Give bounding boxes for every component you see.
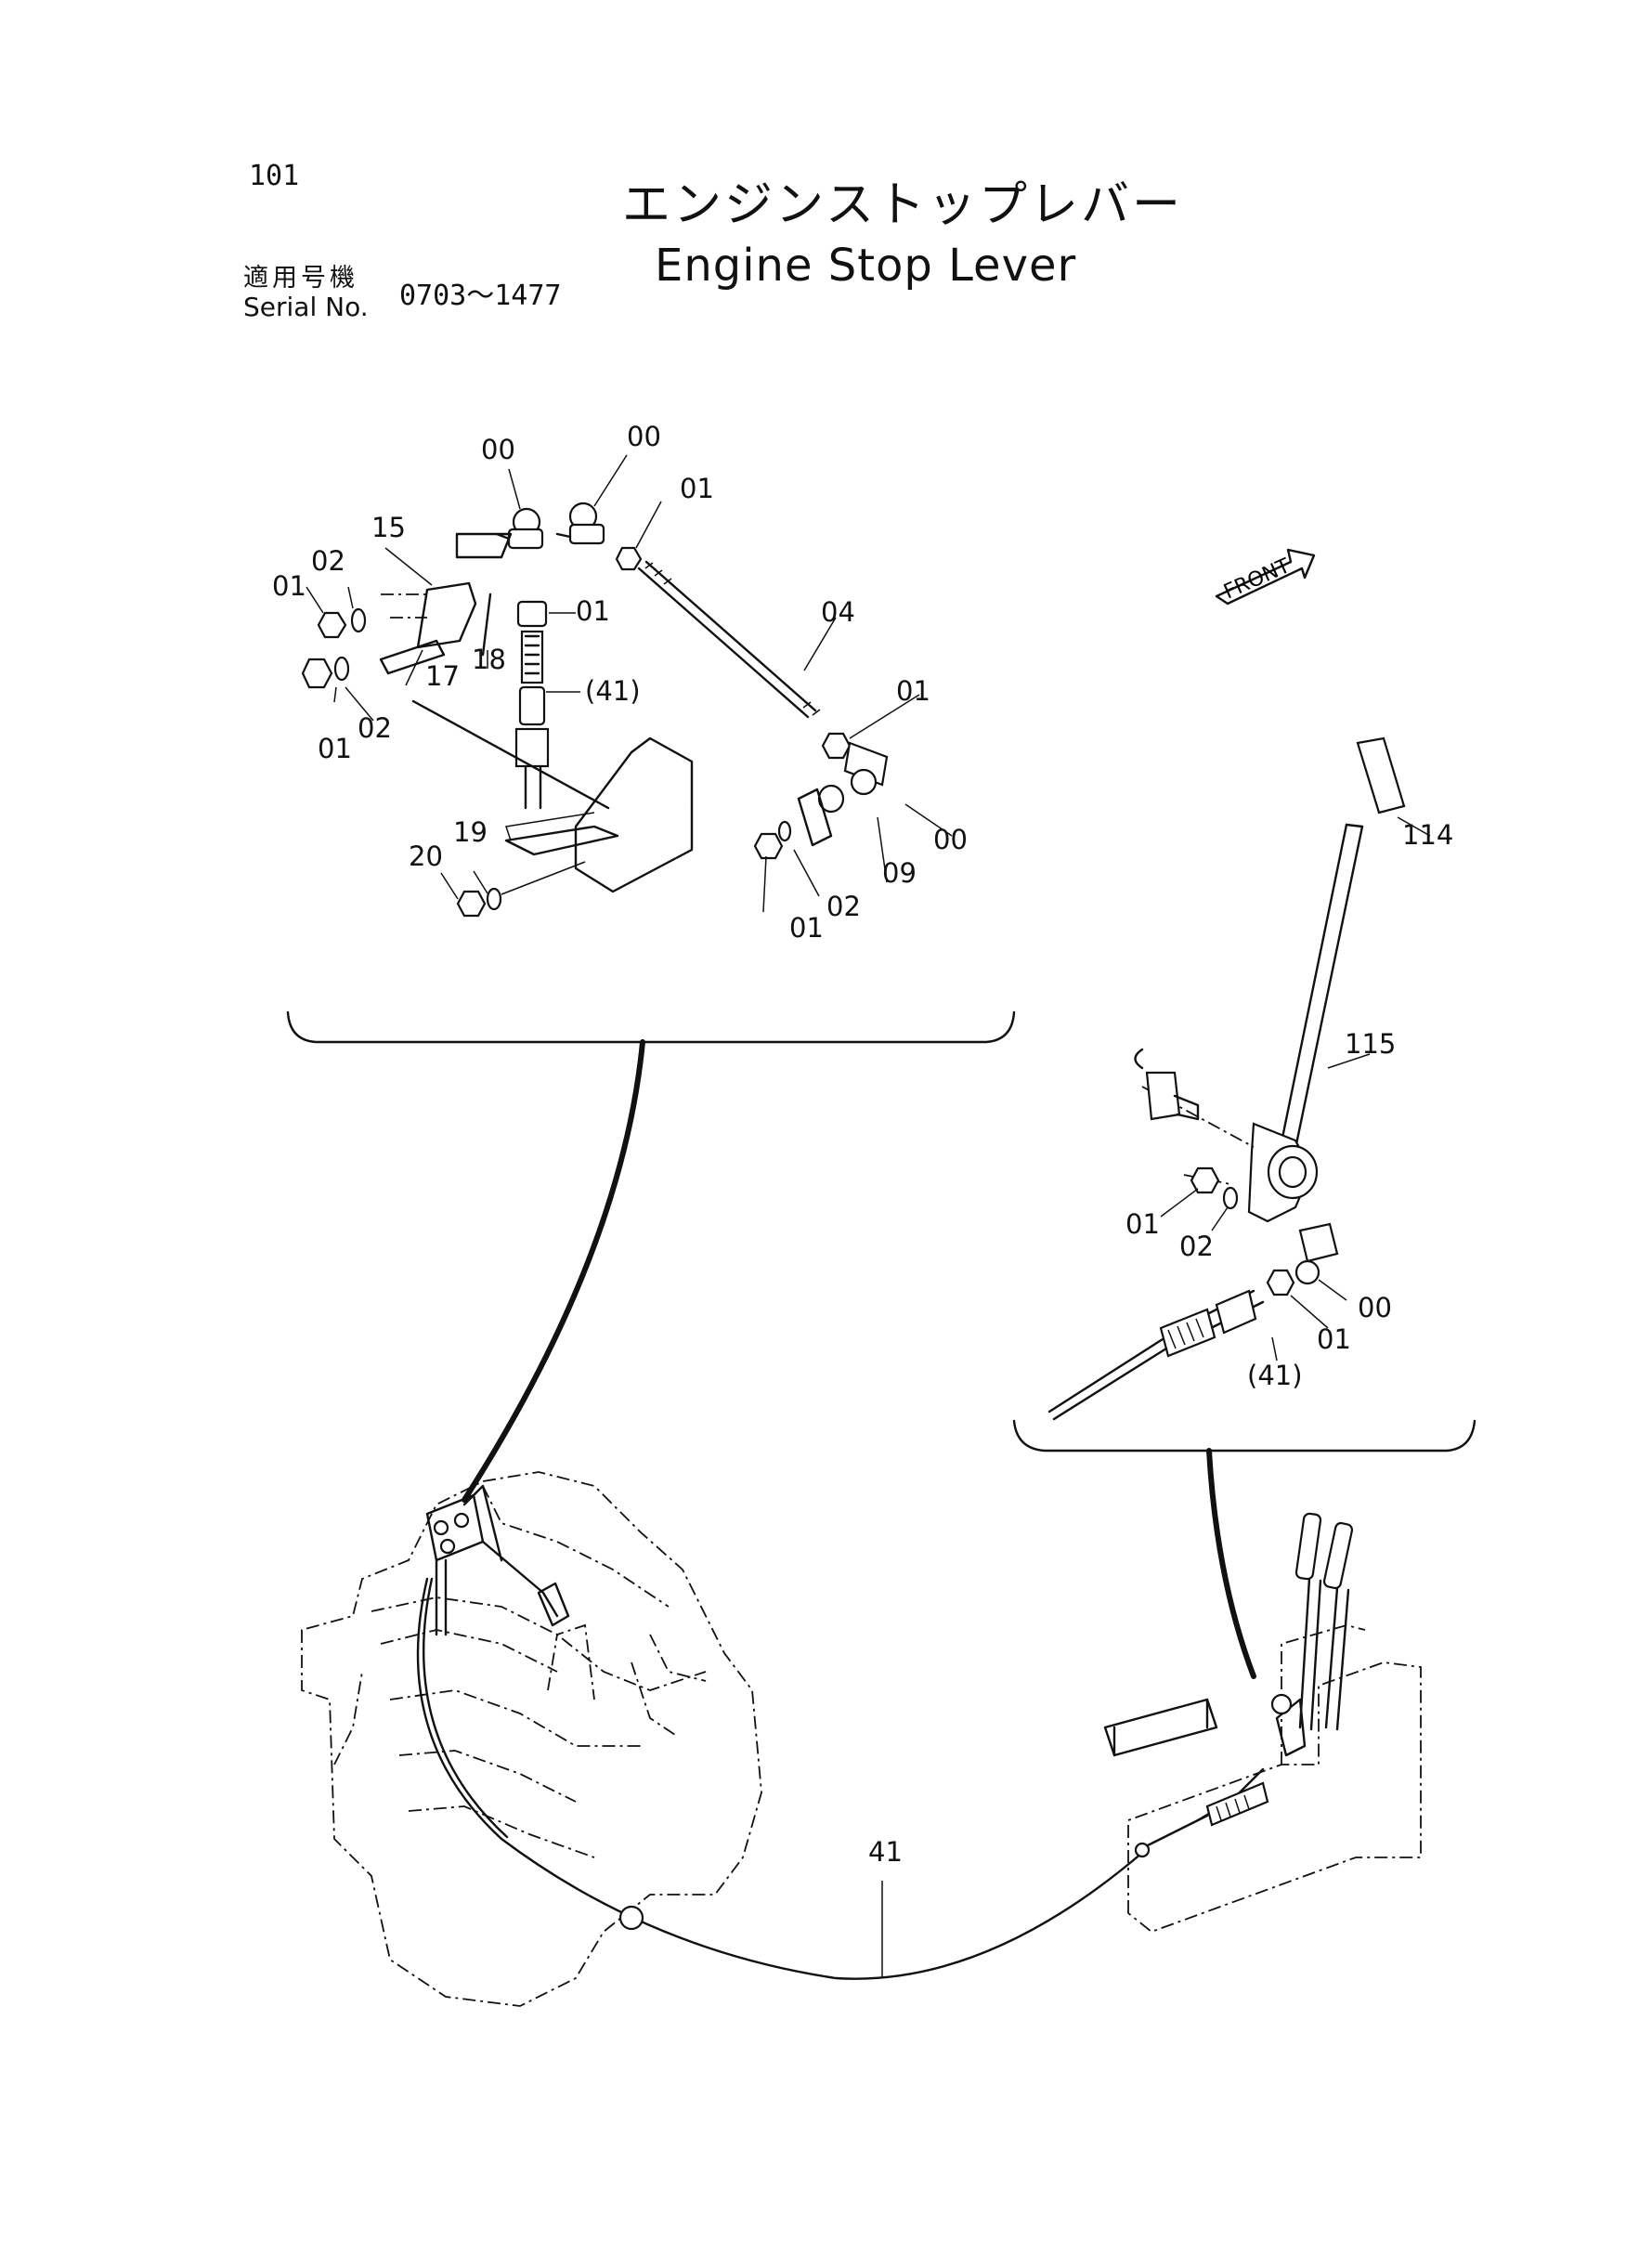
cable-end-rod-icon bbox=[514, 630, 550, 810]
hex-nut-icon bbox=[1190, 1166, 1220, 1194]
callout-label: 04 bbox=[821, 596, 855, 628]
ball-joint-icon bbox=[1294, 1222, 1339, 1285]
front-label: FRONT bbox=[1220, 554, 1294, 605]
hex-nut-icon bbox=[456, 890, 487, 918]
hex-nut-icon bbox=[516, 600, 548, 628]
stop-cable bbox=[416, 1577, 1144, 1980]
callout-label: 114 bbox=[1402, 819, 1454, 851]
callout-label: 02 bbox=[1179, 1231, 1214, 1262]
top-detail-assembly bbox=[301, 454, 953, 918]
callout-label: 115 bbox=[1345, 1028, 1397, 1060]
serial-range: 0703～1477 bbox=[399, 280, 562, 312]
control-lever-icon bbox=[1298, 1577, 1350, 1731]
support-plate-icon bbox=[574, 736, 694, 893]
detail-bracket-right bbox=[1012, 1419, 1476, 1453]
lever-rod-icon bbox=[1280, 823, 1364, 1146]
callout-label: 00 bbox=[627, 421, 661, 452]
serial-label: Serial No. bbox=[243, 292, 369, 322]
callout-label: 02 bbox=[358, 712, 392, 744]
hex-nut-icon bbox=[301, 658, 333, 689]
lever-detail-assembly bbox=[1047, 736, 1431, 1421]
operator-console-illustration bbox=[1103, 1512, 1422, 1934]
callout-label: 15 bbox=[371, 512, 406, 543]
callout-label: 01 bbox=[318, 733, 352, 764]
front-arrow-marker: FRONT bbox=[1215, 548, 1316, 606]
callout-label: 00 bbox=[1358, 1292, 1392, 1323]
callout-label: 01 bbox=[789, 912, 824, 944]
washer-icon bbox=[1222, 1186, 1239, 1210]
leader-right-to-console bbox=[1206, 1448, 1256, 1679]
callout-label: 20 bbox=[409, 840, 443, 872]
page-title: Engine Stop Lever bbox=[655, 240, 1077, 292]
callout-label: 01 bbox=[576, 595, 610, 627]
bolt-icon bbox=[379, 639, 446, 675]
callout-label: (41) bbox=[1247, 1360, 1303, 1391]
washer-icon bbox=[486, 887, 502, 911]
callout-label: (41) bbox=[585, 675, 641, 707]
callout-label: 19 bbox=[453, 816, 488, 848]
page-number: 101 bbox=[249, 160, 300, 192]
threaded-rod-icon bbox=[637, 560, 821, 719]
callout-label: 02 bbox=[826, 891, 861, 922]
lever-knob-icon bbox=[1356, 736, 1406, 814]
mount-bracket-icon bbox=[416, 581, 477, 649]
ball-joint-icon bbox=[555, 502, 605, 545]
pin-icon bbox=[481, 593, 492, 657]
clevis-icon bbox=[797, 788, 833, 847]
engine-illustration bbox=[301, 1471, 762, 2007]
hex-nut-icon bbox=[821, 732, 852, 760]
callout-label: 17 bbox=[425, 660, 460, 692]
leader-top-to-engine bbox=[462, 1039, 645, 1503]
callout-label: 09 bbox=[882, 857, 917, 889]
cable-end-rod-icon bbox=[1047, 1289, 1265, 1421]
callout-label: 00 bbox=[481, 434, 515, 465]
callout-label: 01 bbox=[1317, 1323, 1351, 1355]
callout-label: 01 bbox=[680, 473, 714, 504]
ball-joint-icon bbox=[495, 507, 544, 550]
callout-label: 41 bbox=[868, 1836, 903, 1868]
serial-label-japanese: 適用号機 bbox=[243, 264, 358, 293]
ball-joint-icon bbox=[843, 741, 889, 796]
hex-nut-icon bbox=[615, 546, 643, 571]
hex-nut-icon bbox=[317, 611, 347, 639]
detail-bracket-top bbox=[286, 1010, 1016, 1044]
hex-nut-icon bbox=[1266, 1269, 1295, 1296]
pivot-bolt-icon bbox=[1134, 1048, 1200, 1121]
washer-icon bbox=[777, 820, 792, 842]
washer-icon bbox=[333, 656, 350, 682]
page-title-japanese: エンジンストップレバー bbox=[622, 177, 1183, 233]
callout-label: 01 bbox=[1125, 1208, 1160, 1240]
callout-label: 00 bbox=[933, 824, 968, 855]
callout-label: 01 bbox=[272, 570, 306, 602]
lever-hub-icon bbox=[1247, 1122, 1319, 1223]
callout-label: 01 bbox=[896, 675, 930, 707]
washer-icon bbox=[350, 607, 367, 633]
callout-label: 18 bbox=[472, 644, 506, 675]
callout-label: 02 bbox=[311, 545, 345, 577]
hex-nut-icon bbox=[753, 832, 784, 860]
